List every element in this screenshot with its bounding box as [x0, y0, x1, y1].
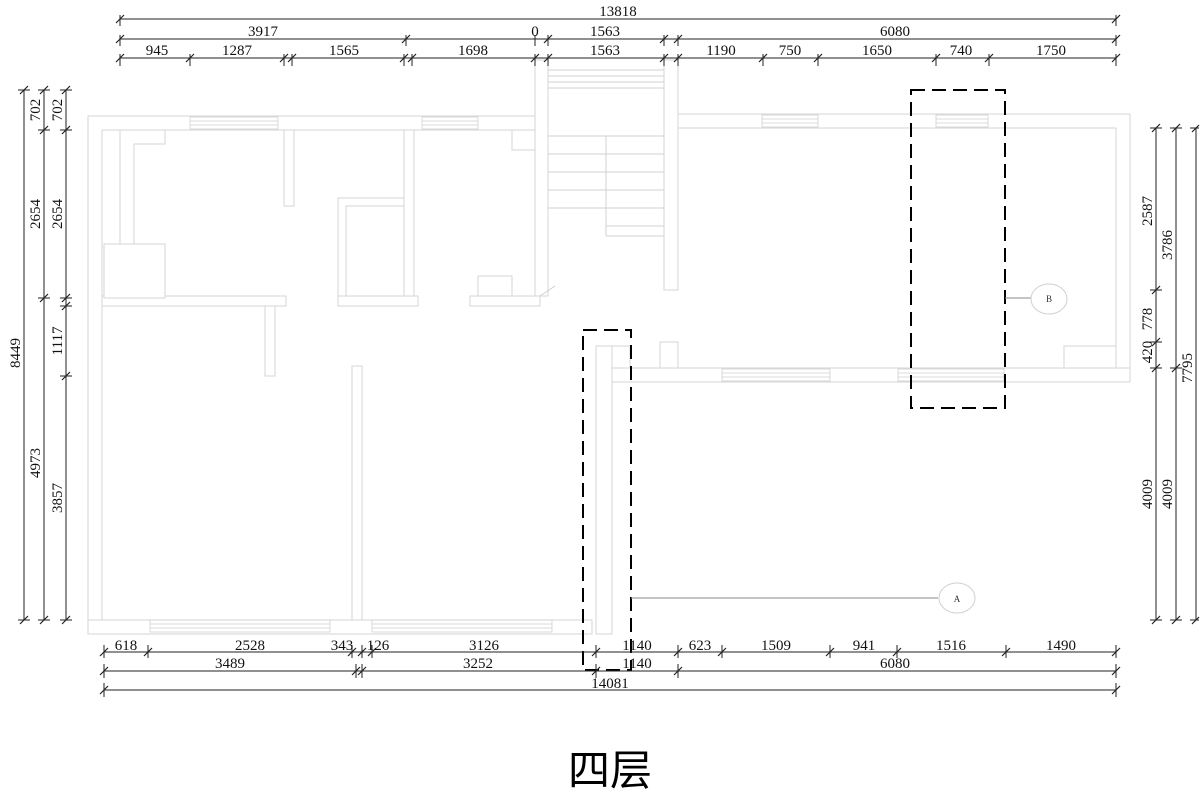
dim-bottom-seg-10: 1516	[936, 638, 967, 654]
dim-bottom-seg-1: 618	[115, 638, 138, 654]
dim-top-seg-6: 1190	[706, 43, 735, 59]
dim-right-inner-4: 4009	[1140, 479, 1156, 509]
dim-bottom-seg-4: 126	[367, 638, 390, 654]
dim-left-mid-3: 4973	[28, 448, 44, 478]
dim-right-mid-1: 3786	[1160, 230, 1176, 261]
dim-top-stair-upper: 1563	[590, 24, 620, 40]
dim-bottom-overall: 14081	[591, 676, 629, 692]
section-markers: B A	[631, 283, 1068, 614]
dim-left-inner-3: 1117	[50, 326, 66, 355]
dim-bottom-total-3: 1140	[622, 656, 651, 672]
dim-top-seg-2: 1287	[222, 43, 253, 59]
dim-bottom-seg-6: 1140	[622, 638, 651, 654]
dim-right-inner-1: 2587	[1140, 196, 1156, 227]
dim-bottom-seg-9: 941	[853, 638, 876, 654]
marker-a-label: A	[954, 594, 961, 604]
dim-top-seg-9: 740	[950, 43, 973, 59]
dashed-box-b	[910, 89, 1006, 409]
dim-left-inner-1: 702	[50, 99, 66, 122]
dim-bottom-total-4: 6080	[880, 656, 910, 672]
dim-bottom-seg-8: 1509	[761, 638, 791, 654]
dim-right-inner-3: 420	[1140, 341, 1156, 364]
dim-left-overall: 8449	[8, 338, 24, 368]
dim-bottom-seg-3: 343	[331, 638, 354, 654]
dim-bottom-seg-2: 2528	[235, 638, 265, 654]
dim-left-inner-4: 3857	[50, 483, 66, 514]
dim-top-seg-7: 750	[779, 43, 802, 59]
marker-b-label: B	[1046, 294, 1052, 304]
dim-bottom-seg-5: 3126	[469, 638, 500, 654]
dim-left-mid-2: 2654	[28, 199, 44, 230]
dim-left-mid-1: 702	[28, 99, 44, 122]
dim-top-seg-10: 1750	[1036, 43, 1066, 59]
dim-top-seg-3: 1565	[329, 43, 359, 59]
dim-top-zero: 0	[531, 24, 539, 40]
marker-b-circle	[1030, 283, 1068, 315]
bottom-dimensions: 618 2528 343 126 3126 1140 623 1509 941 …	[99, 638, 1121, 697]
dashed-highlight-boxes	[582, 89, 1006, 671]
floor-title: 四层	[568, 749, 652, 795]
dim-bottom-total-2: 3252	[463, 656, 493, 672]
dim-left-inner-2: 2654	[50, 199, 66, 230]
dim-top-seg-1: 945	[146, 43, 169, 59]
dim-top-seg-4: 1698	[458, 43, 488, 59]
dim-right-mid-2: 4009	[1160, 479, 1176, 509]
dashed-box-a	[582, 329, 632, 671]
right-dimensions: 2587 778 420 4009 3786 4009 7795	[1140, 123, 1200, 625]
dim-bottom-seg-7: 623	[689, 638, 712, 654]
windows	[149, 114, 1005, 633]
left-dimensions: 8449 702 2654 4973 702 2654 1117 3857	[8, 85, 72, 625]
dim-right-inner-2: 778	[1140, 308, 1156, 331]
dim-top-seg-5: 1563	[590, 43, 620, 59]
dim-top-seg-8: 1650	[862, 43, 892, 59]
dim-right-overall: 7795	[1180, 353, 1196, 383]
dim-bottom-seg-11: 1490	[1046, 638, 1076, 654]
dim-top-left-total: 3917	[248, 24, 279, 40]
marker-a-circle	[938, 582, 976, 614]
dim-top-overall: 13818	[599, 4, 637, 20]
walls	[87, 59, 1131, 635]
top-dimensions: 13818 3917 0 1563 6080 945 1287 1565 169…	[115, 4, 1121, 66]
dim-top-right-total: 6080	[880, 24, 910, 40]
dim-bottom-total-1: 3489	[215, 656, 245, 672]
